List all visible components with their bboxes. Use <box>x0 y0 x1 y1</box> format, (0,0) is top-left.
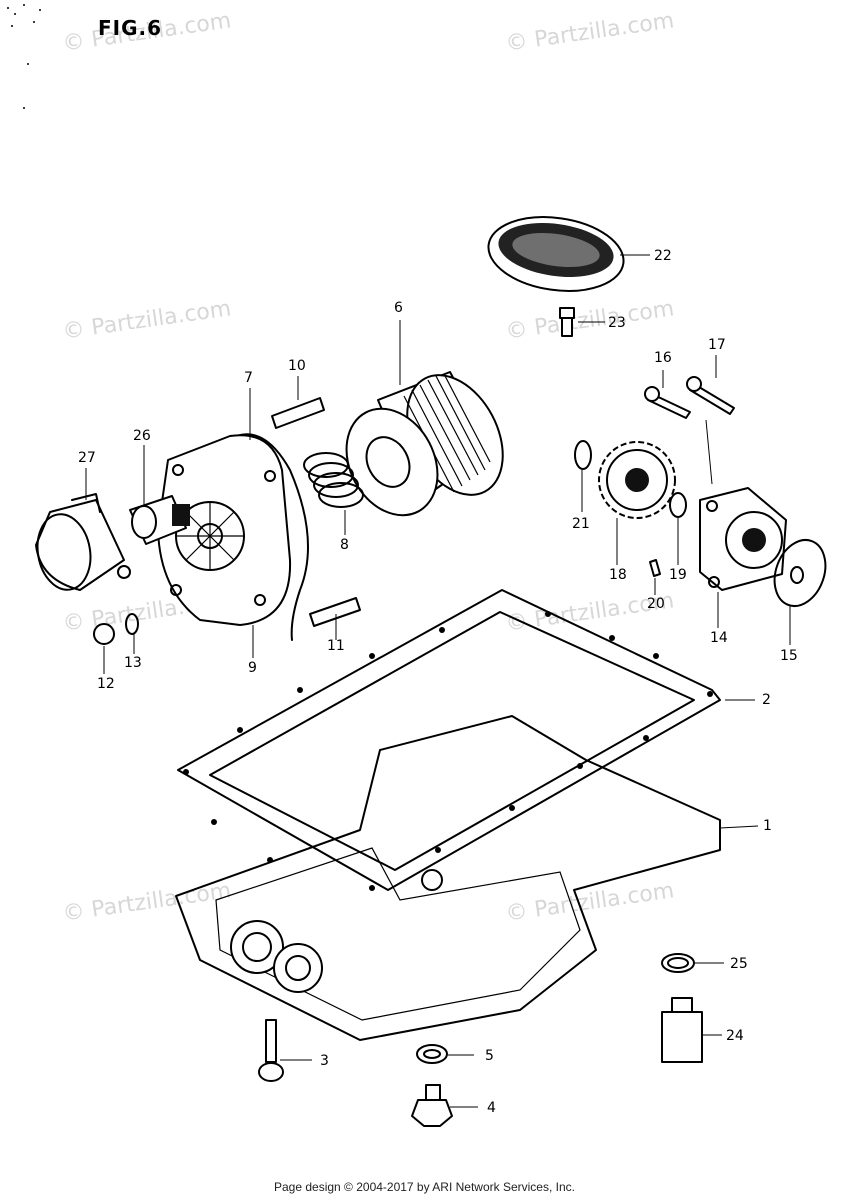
callout-1: 1 <box>763 818 772 834</box>
callout-22: 22 <box>654 248 672 264</box>
callout-25: 25 <box>730 956 748 972</box>
callout-27: 27 <box>78 450 96 466</box>
drain-washer <box>416 1044 448 1064</box>
washer-13 <box>125 613 139 635</box>
callout-8: 8 <box>340 537 349 553</box>
callout-10: 10 <box>288 358 306 374</box>
callout-24: 24 <box>726 1028 744 1044</box>
circlip <box>574 440 592 470</box>
callout-15: 15 <box>780 648 798 664</box>
cap-nut <box>93 623 115 645</box>
callout-9: 9 <box>248 660 257 676</box>
oil-filter-cover <box>157 434 292 626</box>
callout-16: 16 <box>654 350 672 366</box>
figure-title: FIG.6 <box>98 16 163 40</box>
callout-26: 26 <box>133 428 151 444</box>
drain-plug <box>411 1084 453 1127</box>
scan-speckle <box>7 4 41 109</box>
callout-21: 21 <box>572 516 590 532</box>
copyright-footer: Page design © 2004-2017 by ARI Network S… <box>273 1180 575 1194</box>
pump-gasket <box>773 539 827 607</box>
callout-6: 6 <box>394 300 403 316</box>
oil-pressure-switch <box>661 997 703 1063</box>
oil-pump-gear <box>598 441 676 519</box>
callout-11: 11 <box>327 638 345 654</box>
callout-17: 17 <box>708 337 726 353</box>
pump-bolt-short <box>644 386 691 419</box>
callout-20: 20 <box>647 596 665 612</box>
switch-cover <box>35 493 131 591</box>
callout-19: 19 <box>669 567 687 583</box>
oil-filter <box>345 371 504 517</box>
gasket-washer-25 <box>661 953 695 973</box>
callout-14: 14 <box>710 630 728 646</box>
callout-23: 23 <box>608 315 626 331</box>
callout-7: 7 <box>244 370 253 386</box>
callout-5: 5 <box>485 1048 494 1064</box>
strainer-screw <box>559 307 575 337</box>
callout-3: 3 <box>320 1053 329 1069</box>
callout-13: 13 <box>124 655 142 671</box>
oil-pan-bolt <box>258 1019 284 1082</box>
callout-4: 4 <box>487 1100 496 1116</box>
callout-18: 18 <box>609 567 627 583</box>
oil-pan-gasket <box>177 589 721 891</box>
oil-pump <box>699 487 787 591</box>
pump-pin <box>649 559 661 577</box>
dowel-pin-lower <box>309 597 361 627</box>
oil-pan <box>175 715 721 1041</box>
pump-bolt-long <box>686 376 735 415</box>
leader-lines <box>85 254 791 1108</box>
oil-strainer <box>487 216 625 292</box>
callout-2: 2 <box>762 692 771 708</box>
oil-pressure-fitting <box>129 495 190 545</box>
dowel-pin-upper <box>271 397 325 429</box>
pump-washer <box>669 492 687 518</box>
cover-o-ring <box>227 433 309 641</box>
callout-12: 12 <box>97 676 115 692</box>
filter-spring <box>303 452 364 508</box>
